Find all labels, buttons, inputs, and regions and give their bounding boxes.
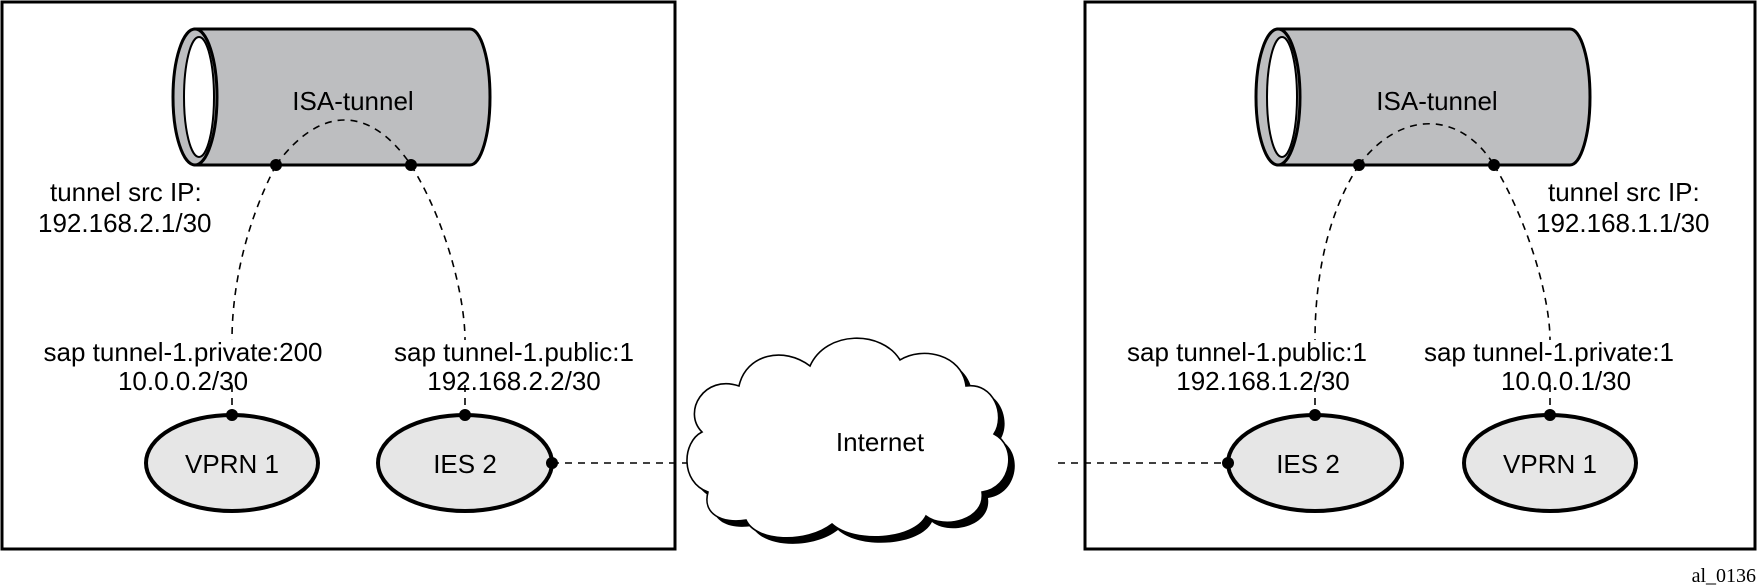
right-private-sap: sap tunnel-1.private:1 [1424,337,1674,367]
left-public-link [410,164,466,341]
right-tunnel-inner-arc [1358,122,1495,166]
left-tunnel-private-dot [270,159,282,171]
right-public-ip: 192.168.1.2/30 [1176,366,1350,396]
left-private-sap: sap tunnel-1.private:200 [44,337,323,367]
right-vprn-label: VPRN 1 [1503,449,1597,479]
right-private-ip: 10.0.0.1/30 [1501,366,1631,396]
left-site-box [0,0,677,551]
right-src-ip-label: tunnel src IP: [1548,177,1700,207]
left-public-sap: sap tunnel-1.public:1 [394,337,634,367]
right-public-link [1314,164,1360,341]
left-public-ip: 192.168.2.2/30 [427,366,601,396]
internet-label: Internet [836,427,925,457]
left-tunnel-inner-arc [275,119,412,166]
right-private-link [1493,164,1551,341]
internet-cloud-shape [686,337,1010,539]
left-ies-top-dot [459,409,471,421]
right-ies-top-dot [1309,409,1321,421]
left-site: ISA-tunnel tunnel src IP: 192.168.2.1/30… [0,0,677,551]
right-tunnel-label: ISA-tunnel [1376,86,1497,116]
right-tunnel-public-dot [1353,159,1365,171]
left-tunnel-label: ISA-tunnel [292,86,413,116]
right-ies-wan-dot [1222,457,1234,469]
left-isa-tunnel: ISA-tunnel [171,27,492,167]
right-vprn-node: VPRN 1 [1462,413,1638,513]
left-tunnel-public-dot [405,159,417,171]
left-ies-node: IES 2 [376,413,554,513]
right-vprn-dot [1544,409,1556,421]
right-tunnel-body [1276,27,1592,167]
right-public-sap: sap tunnel-1.public:1 [1127,337,1367,367]
left-tunnel-opening [183,36,215,158]
right-tunnel-private-dot [1488,159,1500,171]
left-tunnel-body [193,27,492,167]
internet-cloud: Internet [686,337,1015,544]
left-vprn-node: VPRN 1 [144,413,320,513]
left-src-ip-label: tunnel src IP: [50,177,202,207]
right-site-box [1083,0,1757,551]
left-src-ip-value: 192.168.2.1/30 [38,208,212,238]
figure-id: al_0136 [1692,565,1756,587]
right-ies-node: IES 2 [1226,413,1404,513]
left-private-link [231,164,277,341]
left-vprn-label: VPRN 1 [185,449,279,479]
right-ies-label: IES 2 [1276,449,1340,479]
right-src-ip-value: 192.168.1.1/30 [1536,208,1710,238]
left-private-ip: 10.0.0.2/30 [118,366,248,396]
right-isa-tunnel: ISA-tunnel [1254,27,1592,167]
right-tunnel-opening [1266,36,1298,158]
right-site: ISA-tunnel tunnel src IP: 192.168.1.1/30… [1083,0,1757,551]
left-vprn-dot [226,409,238,421]
left-ies-label: IES 2 [433,449,497,479]
